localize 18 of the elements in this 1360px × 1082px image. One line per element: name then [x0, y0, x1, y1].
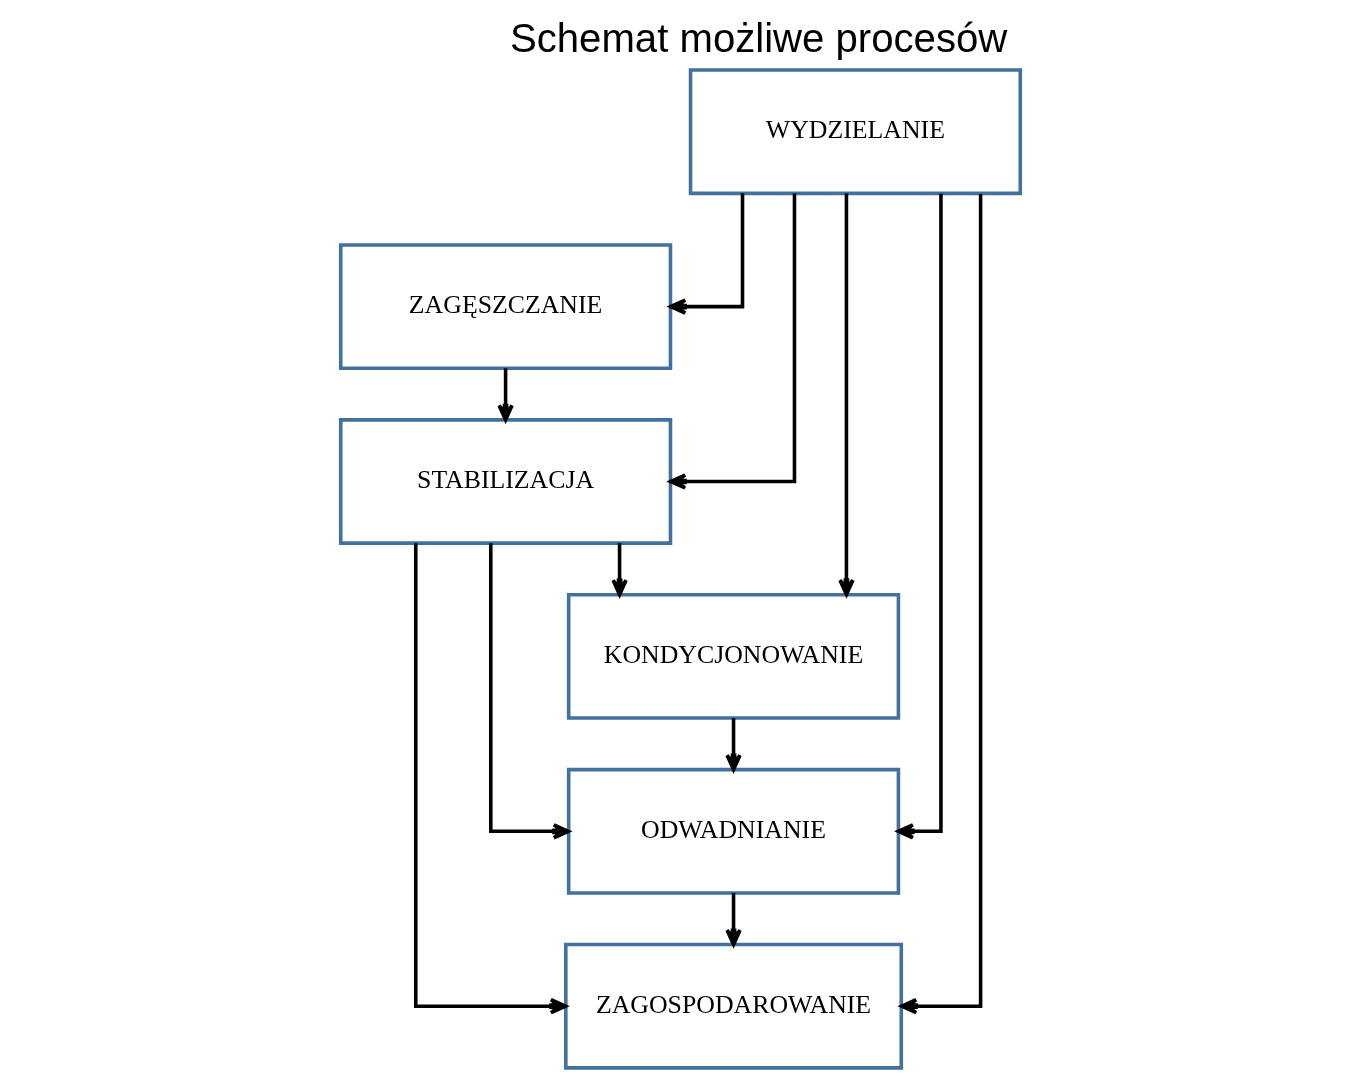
arrow — [668, 193, 744, 315]
arrow — [488, 543, 570, 840]
node-box: STABILIZACJA — [338, 418, 672, 545]
arrow — [496, 368, 514, 422]
arrow — [837, 193, 855, 597]
node-box: KONDYCJONOWANIE — [566, 592, 900, 720]
arrow — [610, 543, 628, 597]
node-box: ODWADNIANIE — [566, 767, 900, 895]
arrow — [724, 718, 742, 772]
arrow — [668, 193, 796, 490]
node-box: ZAGĘSZCZANIE — [338, 243, 672, 371]
arrow — [413, 543, 567, 1015]
arrow — [896, 193, 943, 840]
node-box: ZAGOSPODAROWANIE — [563, 942, 903, 1070]
arrow — [724, 892, 742, 947]
node-box: WYDZIELANIE — [688, 68, 1022, 196]
arrow — [899, 193, 982, 1015]
diagram-title: Schemat możliwe procesów — [509, 16, 1007, 61]
